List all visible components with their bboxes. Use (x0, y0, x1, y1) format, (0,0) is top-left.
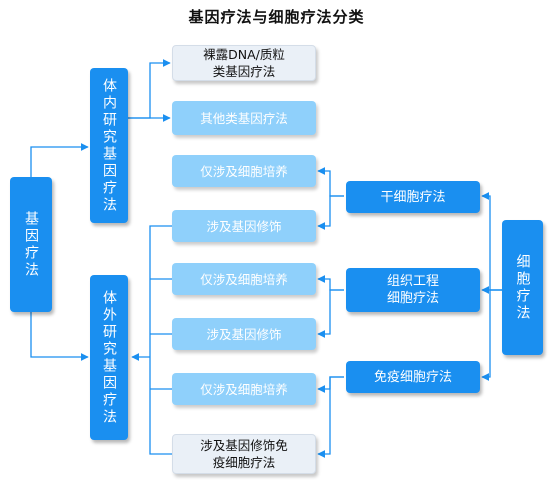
edge-tissue-to-genemod-2 (317, 289, 344, 338)
node-naked-dna-plasmid: 裸露DNA/质粒 类基因疗法 (172, 45, 316, 81)
edge-immune-to-culture-3 (317, 376, 344, 393)
node-gene-mod-2: 涉及基因修饰 (172, 318, 316, 350)
node-culture-only-3: 仅涉及细胞培养 (172, 373, 316, 405)
node-ex-vivo-gene-therapy: 体外研究基因疗法 (90, 275, 128, 440)
diagram-title: 基因疗法与细胞疗法分类 (188, 8, 365, 26)
edge-cell-to-stem (481, 192, 502, 291)
node-gene-mod-immune: 涉及基因修饰免 疫细胞疗法 (172, 434, 316, 474)
edge-tissue-to-culture-2 (317, 275, 344, 291)
edge-invivo-to-nakeddna (128, 59, 171, 119)
node-culture-only-2: 仅涉及细胞培养 (172, 263, 316, 295)
edge-cell-to-immune (481, 289, 502, 381)
edge-gene-to-invivo (30, 143, 89, 177)
edge-stem-to-culture-1 (317, 167, 344, 197)
edge-branches-to-exvivo (149, 225, 172, 455)
node-culture-only-1: 仅涉及细胞培养 (172, 155, 316, 187)
node-tissue-engineering-cell-therapy: 组织工程 细胞疗法 (346, 268, 480, 312)
node-other-gene-therapy: 其他类基因疗法 (172, 101, 316, 135)
edge-immune-to-genemod-immune (317, 376, 344, 458)
node-gene-therapy: 基因疗法 (10, 177, 52, 312)
edge-gene-to-exvivo (30, 312, 89, 361)
node-gene-mod-1: 涉及基因修饰 (172, 210, 316, 242)
node-in-vivo-gene-therapy: 体内研究基因疗法 (90, 68, 128, 223)
node-cell-therapy: 细胞疗法 (502, 220, 543, 355)
node-immune-cell-therapy: 免疫细胞疗法 (346, 361, 480, 393)
edge-stem-to-genemod-1 (317, 195, 344, 230)
node-stem-cell-therapy: 干细胞疗法 (346, 181, 480, 213)
